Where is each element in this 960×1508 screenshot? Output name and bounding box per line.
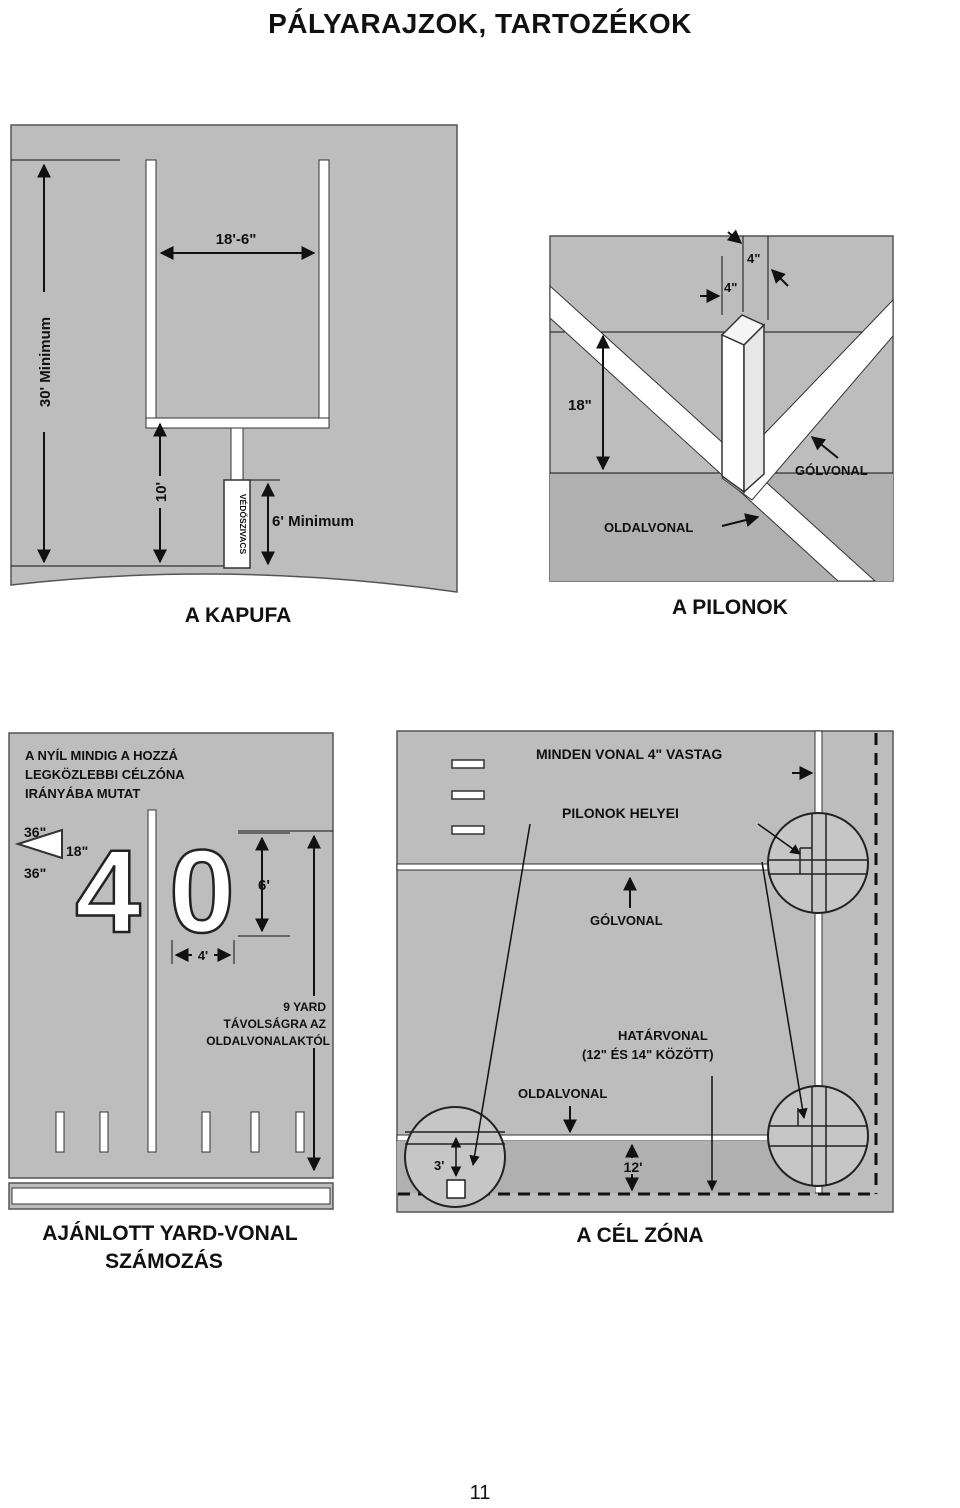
goal-line: [396, 863, 816, 871]
marker-rect: [451, 790, 485, 800]
crossbar: [145, 417, 330, 429]
pylons-caption: A PILONOK: [672, 596, 788, 619]
height-label: 30' Minimum: [37, 317, 54, 407]
width-label: 18'-6": [216, 231, 257, 248]
box-size-label: 3': [434, 1158, 444, 1173]
yard-line: [147, 809, 157, 1153]
goalpost-caption: A KAPUFA: [185, 604, 292, 627]
yard-number-right: 0: [169, 826, 235, 958]
arrow-length-label: 18": [66, 843, 88, 859]
pad-height-label: 6' Minimum: [272, 513, 354, 530]
hash-mark: [295, 1111, 305, 1153]
direction-arrow: [14, 828, 63, 860]
arrow-height-label: 36": [24, 865, 46, 881]
number-height-label: 6': [258, 877, 270, 894]
pylons-diagram: 4" 4" 18" GÓLVONAL OLDALVONAL A PILONOK: [549, 229, 894, 619]
end-zone-caption: A CÉL ZÓNA: [576, 1223, 703, 1247]
pylon-top-label: 4": [747, 251, 760, 266]
distance-line1: 9 YARD: [283, 1000, 326, 1014]
pylon-circle-top: [767, 812, 869, 914]
pylon-location-label: PILONOK HELYEI: [562, 805, 679, 821]
sideline-label: OLDALVONAL: [518, 1086, 607, 1101]
hash-mark: [55, 1111, 65, 1153]
arrow-note-line3: IRÁNYÁBA MUTAT: [25, 786, 140, 801]
width-label: 12': [624, 1159, 643, 1175]
arrow-width-label: 36": [24, 824, 46, 840]
box-marker: [446, 1179, 466, 1199]
goal-line-label: GÓLVONAL: [795, 463, 868, 478]
arrow-note-line1: A NYÍL MINDIG A HOZZÁ: [25, 748, 178, 763]
crossbar-height-label: 10': [153, 482, 170, 502]
yard-numbers-caption-line2: SZÁMOZÁS: [105, 1250, 223, 1273]
protective-pad: [223, 479, 251, 569]
pylon-side-label: 4": [724, 280, 737, 295]
yard-numbers-panel: [8, 732, 334, 1179]
goalpost-diagram: VÉDŐSZIVACS 18'-6" 30' Minimum 10' 6' Mi…: [10, 124, 458, 627]
goalpost-panel: [10, 124, 458, 593]
hash-mark: [250, 1111, 260, 1153]
end-zone-diagram: 3' MINDEN VONAL 4" VASTAG PILONOK HELYEI…: [396, 730, 894, 1247]
hash-mark: [99, 1111, 109, 1153]
sideline-label: OLDALVONAL: [604, 520, 693, 535]
page-title: PÁLYARAJZOK, TARTOZÉKOK: [268, 8, 692, 39]
pad-label: VÉDŐSZIVACS: [238, 494, 249, 555]
yard-numbers-caption-line1: AJÁNLOTT YARD-VONAL: [42, 1222, 298, 1245]
left-upright: [145, 159, 157, 429]
yard-number-left: 4: [75, 826, 141, 958]
number-width-label: 4': [198, 948, 208, 963]
hash-marks: [55, 1111, 305, 1153]
marker-rect: [451, 825, 485, 835]
pylon-side: [743, 323, 765, 494]
boundary-line1: HATÁRVONAL: [618, 1028, 708, 1043]
distance-line2: TÁVOLSÁGRA AZ: [224, 1016, 326, 1031]
arrow-note-line2: LEGKÖZLEBBI CÉLZÓNA: [25, 767, 185, 782]
boundary-line2: (12" ÉS 14" KÖZÖTT): [582, 1047, 714, 1062]
goal-line-label: GÓLVONAL: [590, 913, 663, 928]
marker-rect: [451, 759, 485, 769]
pylon-height-label: 18": [568, 397, 592, 414]
distance-line3: OLDALVONALAKTÓL: [206, 1033, 330, 1048]
pylon-front: [721, 333, 745, 494]
goalpost-base: [230, 427, 244, 481]
pylon-circle-bottom: [767, 1085, 869, 1187]
line-width-label: MINDEN VONAL 4" VASTAG: [536, 746, 722, 762]
yard-numbers-diagram: A NYÍL MINDIG A HOZZÁ LEGKÖZLEBBI CÉLZÓN…: [8, 732, 334, 1273]
hash-mark: [201, 1111, 211, 1153]
right-upright: [318, 159, 330, 429]
page-number: 11: [469, 1482, 491, 1504]
